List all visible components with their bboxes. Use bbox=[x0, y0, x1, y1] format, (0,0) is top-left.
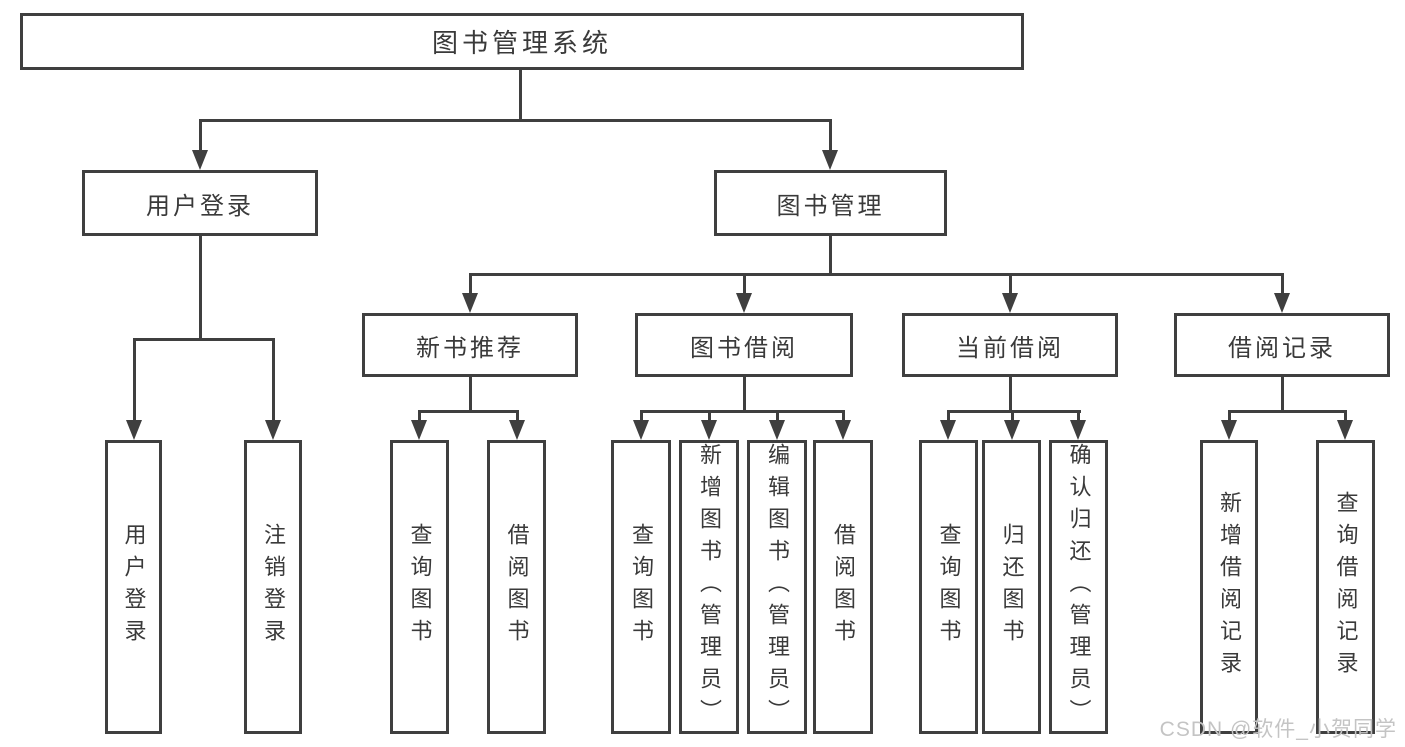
arrow-down-icon bbox=[736, 293, 752, 313]
leaf-return-books: 归还图书 bbox=[982, 440, 1041, 734]
node-book-management-label: 图书管理 bbox=[776, 192, 885, 220]
node-borrow-record: 借阅记录 bbox=[1174, 313, 1390, 377]
arrow-down-icon bbox=[1337, 420, 1353, 440]
leaf-label: 新增图书（管理员） bbox=[697, 443, 722, 731]
node-root-label: 图书管理系统 bbox=[431, 28, 612, 58]
leaf-add-books-admin: 新增图书（管理员） bbox=[679, 440, 739, 734]
connector-line bbox=[1228, 410, 1347, 413]
leaf-logout: 注销登录 bbox=[244, 440, 302, 734]
node-book-borrow: 图书借阅 bbox=[635, 313, 853, 377]
arrow-down-icon bbox=[1274, 293, 1290, 313]
connector-line bbox=[272, 338, 275, 424]
connector-line bbox=[1344, 410, 1347, 424]
arrow-down-icon bbox=[769, 420, 785, 440]
node-book-borrow-label: 图书借阅 bbox=[690, 334, 798, 362]
node-root: 图书管理系统 bbox=[20, 13, 1024, 70]
connector-line bbox=[743, 377, 746, 413]
leaf-query-books-current: 查询图书 bbox=[919, 440, 978, 734]
leaf-label: 查询图书 bbox=[936, 523, 962, 651]
connector-line bbox=[469, 377, 472, 413]
leaf-query-books: 查询图书 bbox=[611, 440, 671, 734]
csdn-watermark: CSDN @软件_小贺同学 bbox=[1159, 718, 1397, 741]
arrow-down-icon bbox=[701, 420, 717, 440]
arrow-down-icon bbox=[192, 150, 208, 170]
leaf-user-login: 用户登录 bbox=[105, 440, 162, 734]
connector-line bbox=[829, 119, 832, 154]
connector-line bbox=[1228, 410, 1231, 424]
connector-line bbox=[947, 410, 1081, 413]
connector-line bbox=[418, 410, 421, 424]
connector-line bbox=[842, 410, 845, 424]
node-new-book-recommend: 新书推荐 bbox=[362, 313, 578, 377]
leaf-query-books-recommend: 查询图书 bbox=[390, 440, 449, 734]
leaf-label: 借阅图书 bbox=[831, 523, 856, 651]
arrow-down-icon bbox=[462, 293, 478, 313]
connector-line bbox=[708, 410, 711, 424]
connector-line bbox=[469, 273, 1284, 276]
leaf-label: 归还图书 bbox=[999, 523, 1025, 651]
arrow-down-icon bbox=[509, 420, 525, 440]
leaf-label: 确认归还（管理员） bbox=[1066, 443, 1092, 731]
connector-line bbox=[1281, 377, 1284, 413]
connector-line bbox=[1077, 410, 1080, 424]
leaf-borrow-books: 借阅图书 bbox=[813, 440, 873, 734]
leaf-label: 用户登录 bbox=[121, 523, 147, 651]
connector-line bbox=[1009, 273, 1012, 297]
arrow-down-icon bbox=[265, 420, 281, 440]
connector-line bbox=[516, 410, 519, 424]
connector-line bbox=[640, 410, 643, 424]
connector-line bbox=[199, 119, 832, 122]
connector-line bbox=[1009, 377, 1012, 413]
leaf-label: 注销登录 bbox=[261, 523, 286, 651]
connector-line bbox=[133, 338, 136, 424]
leaf-label: 编辑图书（管理员） bbox=[765, 443, 790, 731]
leaf-confirm-return-admin: 确认归还（管理员） bbox=[1049, 440, 1108, 734]
arrow-down-icon bbox=[1004, 420, 1020, 440]
connector-line bbox=[519, 70, 522, 122]
node-current-borrow: 当前借阅 bbox=[902, 313, 1118, 377]
leaf-label: 查询图书 bbox=[629, 523, 654, 651]
leaf-label: 新增借阅记录 bbox=[1217, 491, 1242, 683]
leaf-label: 借阅图书 bbox=[504, 523, 530, 651]
arrow-down-icon bbox=[822, 150, 838, 170]
leaf-label: 查询借阅记录 bbox=[1333, 491, 1359, 683]
connector-line bbox=[947, 410, 950, 424]
node-book-management: 图书管理 bbox=[714, 170, 947, 236]
connector-line bbox=[1281, 273, 1284, 297]
node-borrow-record-label: 借阅记录 bbox=[1228, 334, 1336, 362]
leaf-add-borrow-record: 新增借阅记录 bbox=[1200, 440, 1258, 734]
arrow-down-icon bbox=[835, 420, 851, 440]
leaf-label: 查询图书 bbox=[407, 523, 433, 651]
node-user-login: 用户登录 bbox=[82, 170, 318, 236]
arrow-down-icon bbox=[940, 420, 956, 440]
node-current-borrow-label: 当前借阅 bbox=[956, 334, 1064, 362]
leaf-edit-books-admin: 编辑图书（管理员） bbox=[747, 440, 807, 734]
connector-line bbox=[829, 236, 832, 276]
arrow-down-icon bbox=[1070, 420, 1086, 440]
connector-line bbox=[418, 410, 519, 413]
connector-line bbox=[1011, 410, 1014, 424]
arrow-down-icon bbox=[126, 420, 142, 440]
connector-line bbox=[776, 410, 779, 424]
connector-line bbox=[199, 119, 202, 154]
connector-line bbox=[469, 273, 472, 297]
node-user-login-label: 用户登录 bbox=[146, 192, 254, 220]
arrow-down-icon bbox=[1002, 293, 1018, 313]
arrow-down-icon bbox=[1221, 420, 1237, 440]
leaf-query-borrow-record: 查询借阅记录 bbox=[1316, 440, 1375, 734]
connector-line bbox=[640, 410, 845, 413]
node-new-book-recommend-label: 新书推荐 bbox=[416, 334, 524, 362]
leaf-borrow-books-recommend: 借阅图书 bbox=[487, 440, 546, 734]
connector-line bbox=[133, 338, 275, 341]
connector-line bbox=[743, 273, 746, 297]
arrow-down-icon bbox=[633, 420, 649, 440]
connector-line bbox=[199, 236, 202, 341]
arrow-down-icon bbox=[411, 420, 427, 440]
